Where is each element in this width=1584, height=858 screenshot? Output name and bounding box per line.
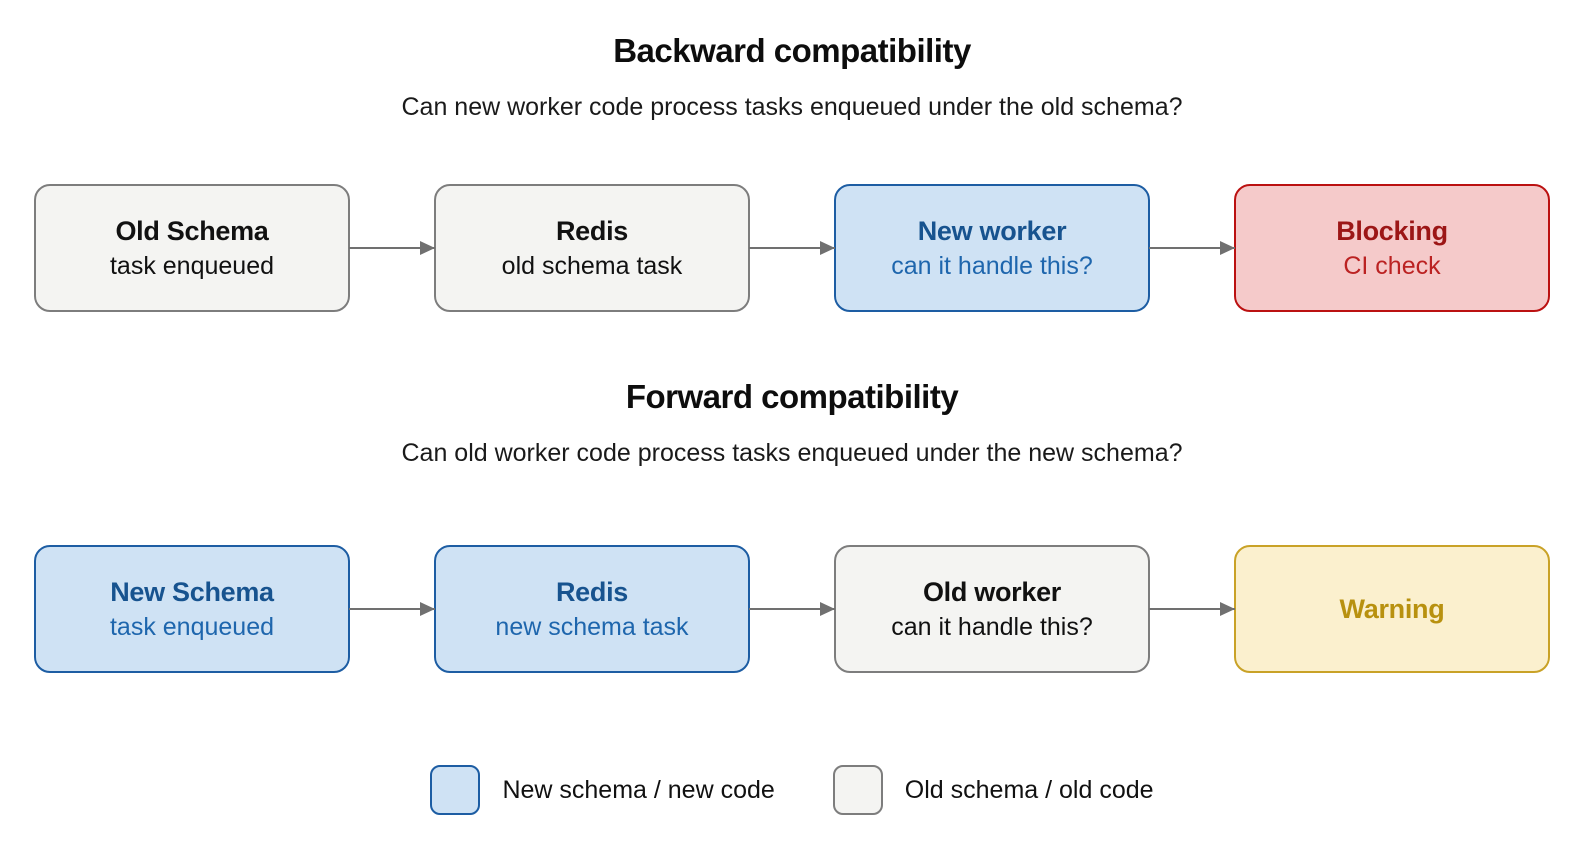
node-title: Blocking bbox=[1336, 216, 1448, 246]
new-schema-swatch-icon bbox=[430, 765, 481, 815]
node-subtitle: task enqueued bbox=[109, 613, 275, 641]
flow-arrow-icon bbox=[1149, 247, 1235, 249]
backward-section-subtitle: Can new worker code process tasks enqueu… bbox=[401, 93, 1183, 121]
flow-node-new-worker: New worker can it handle this? bbox=[834, 184, 1150, 312]
old-schema-swatch-icon bbox=[832, 765, 883, 815]
flow-node-redis-new: Redis new schema task bbox=[434, 545, 750, 673]
legend-label: Old schema / old code bbox=[904, 775, 1154, 804]
forward-flow-row: New Schema task enqueued Redis new schem… bbox=[0, 545, 1584, 673]
flow-node-new-schema: New Schema task enqueued bbox=[34, 545, 350, 673]
flow-arrow-icon bbox=[749, 247, 835, 249]
flow-node-old-schema: Old Schema task enqueued bbox=[34, 184, 350, 312]
node-subtitle: CI check bbox=[1343, 252, 1441, 280]
node-title: Old worker bbox=[922, 577, 1062, 607]
node-title: Warning bbox=[1339, 594, 1445, 624]
node-title: New Schema bbox=[110, 577, 274, 607]
node-subtitle: can it handle this? bbox=[891, 252, 1093, 280]
legend: New schema / new code Old schema / old c… bbox=[0, 765, 1584, 815]
flow-arrow-icon bbox=[349, 247, 435, 249]
node-subtitle: task enqueued bbox=[109, 252, 275, 280]
flow-arrow-icon bbox=[749, 608, 835, 610]
flow-node-redis-old: Redis old schema task bbox=[434, 184, 750, 312]
backward-section-title: Backward compatibility bbox=[613, 32, 971, 69]
flow-node-warning: Warning bbox=[1234, 545, 1550, 673]
node-title: Redis bbox=[555, 216, 629, 246]
flow-arrow-icon bbox=[1149, 608, 1235, 610]
flow-node-old-worker: Old worker can it handle this? bbox=[834, 545, 1150, 673]
legend-item-old: Old schema / old code bbox=[832, 765, 1154, 815]
legend-label: New schema / new code bbox=[502, 775, 775, 804]
legend-item-new: New schema / new code bbox=[430, 765, 775, 815]
backward-flow-row: Old Schema task enqueued Redis old schem… bbox=[0, 184, 1584, 312]
flow-node-blocking: Blocking CI check bbox=[1234, 184, 1550, 312]
node-title: New worker bbox=[917, 216, 1067, 246]
node-title: Redis bbox=[555, 577, 629, 607]
node-title: Old Schema bbox=[115, 216, 269, 246]
forward-section-title: Forward compatibility bbox=[625, 378, 959, 415]
node-subtitle: can it handle this? bbox=[891, 613, 1093, 641]
forward-section-subtitle: Can old worker code process tasks enqueu… bbox=[401, 439, 1183, 467]
node-subtitle: old schema task bbox=[501, 252, 683, 280]
flow-arrow-icon bbox=[349, 608, 435, 610]
node-subtitle: new schema task bbox=[495, 613, 689, 641]
